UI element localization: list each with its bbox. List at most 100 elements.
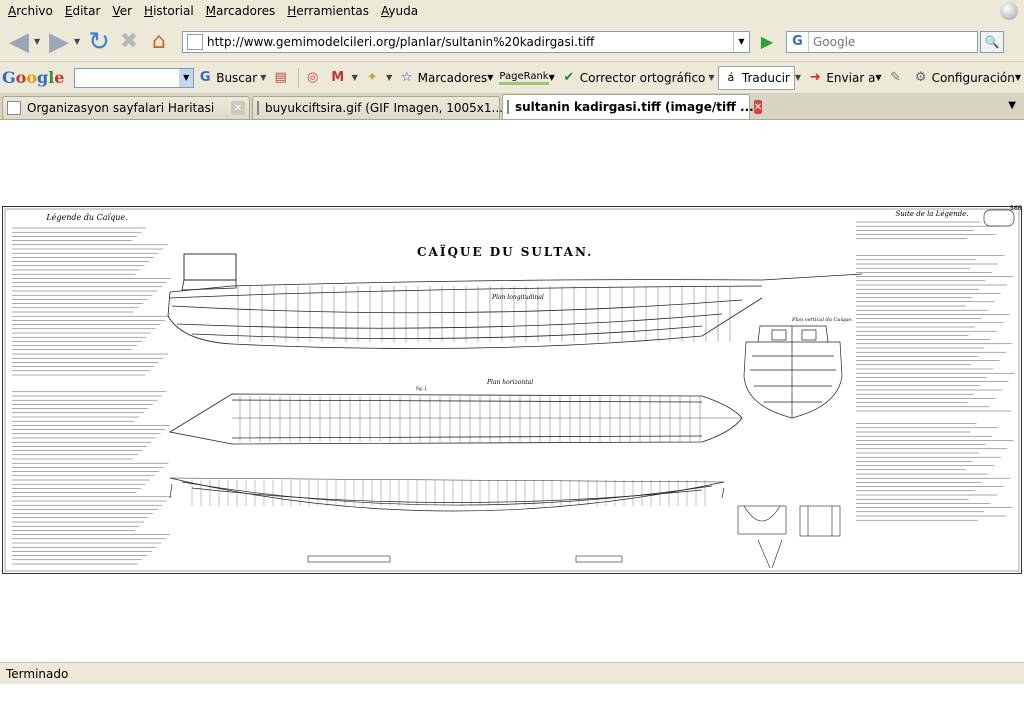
home-button[interactable]: ⌂ <box>144 27 174 57</box>
bottom-frame-lines <box>191 480 706 506</box>
gmail-dropdown[interactable]: ▼ <box>351 73 358 82</box>
url-input[interactable] <box>207 34 733 49</box>
buscar-label: Buscar <box>216 70 258 85</box>
tab-bar: Organizasyon sayfalari Haritasi ✕ buyukc… <box>0 94 1024 120</box>
close-tab-icon[interactable]: ✕ <box>231 101 245 115</box>
reload-icon: ↻ <box>88 26 110 57</box>
close-tab-icon[interactable]: ✕ <box>753 100 763 114</box>
legend-right-title: Suite de la Légende. <box>896 210 969 218</box>
extras-dropdown[interactable]: ▼ <box>386 73 393 82</box>
marcadores-label: Marcadores <box>417 70 488 85</box>
send-arrow-icon: ➜ <box>809 69 821 85</box>
menu-ver[interactable]: Ver <box>112 4 133 18</box>
gmail-button[interactable]: M <box>327 70 352 86</box>
spellcheck-button[interactable]: ✔ Corrector ortográfico <box>558 70 709 86</box>
page-number: 566 <box>1010 205 1022 212</box>
search-bar[interactable]: G <box>786 30 978 53</box>
buscar-dropdown[interactable]: ▼ <box>260 73 267 82</box>
magnifier-icon: 🔍 <box>984 34 1000 49</box>
highlight-button[interactable]: ✎ <box>885 70 910 86</box>
tab-label: buyukciftsira.gif (GIF Imagen, 1005x1... <box>265 101 503 115</box>
stop-button[interactable]: ✖ <box>114 27 144 57</box>
chevron-down-icon: ▼ <box>548 73 555 82</box>
tab-sultanin-kadirgasi[interactable]: sultanin kadirgasi.tiff (image/tiff ... … <box>502 94 763 119</box>
menu-editar[interactable]: Editar <box>64 4 101 18</box>
menu-marcadores[interactable]: Marcadores <box>205 4 276 18</box>
pagerank-indicator[interactable]: PageRank▼ <box>496 71 557 85</box>
spellcheck-icon: ✔ <box>563 69 575 85</box>
settings-button[interactable]: ⚙Configuración▼ <box>910 70 1024 86</box>
menu-archivo[interactable]: Archivo <box>8 4 53 18</box>
google-toolbar-search-input[interactable]: ▼ <box>74 67 195 88</box>
url-bar[interactable]: ▼ <box>182 30 750 53</box>
url-history-dropdown[interactable]: ▼ <box>733 31 749 52</box>
stamp-mark <box>983 209 1015 227</box>
search-button[interactable]: 🔍 <box>980 30 1004 53</box>
chevron-down-icon: ▼ <box>487 73 494 82</box>
tab-label: Organizasyon sayfalari Haritasi <box>27 101 215 115</box>
plan-longitudinal-label: Plan longitudinal <box>491 294 544 301</box>
menu-herramientas[interactable]: Herramientas <box>287 4 370 18</box>
navigation-toolbar: ◀ ▼ ▶ ▼ ↻ ✖ ⌂ ▼ ▶ G 🔍 <box>0 22 1024 62</box>
logo-letter: e <box>54 68 65 87</box>
gmail-icon: M <box>331 69 345 85</box>
enviar-label: Enviar a <box>826 70 876 85</box>
menu-ayuda[interactable]: Ayuda <box>381 4 419 18</box>
back-button[interactable]: ◀ <box>4 27 34 57</box>
deck-frame-lines <box>239 396 701 442</box>
google-toolbar-logo[interactable]: Google <box>2 68 64 87</box>
legend-left-title: Légende du Caïque. <box>45 213 127 222</box>
pagerank-label: PageRank <box>499 71 549 85</box>
tab-list-dropdown[interactable]: ▼ <box>1008 100 1016 111</box>
page-favicon-icon <box>7 101 21 115</box>
back-arrow-icon: ◀ <box>9 26 29 57</box>
ship-plan-image[interactable]: Légende du Caïque. Suite de la Légende. … <box>2 205 1022 574</box>
logo-letter: o <box>26 68 38 87</box>
extras-button[interactable]: ✦ <box>361 70 386 86</box>
forward-history-dropdown[interactable]: ▼ <box>74 37 81 46</box>
reload-button[interactable]: ↻ <box>84 27 114 57</box>
throbber-icon <box>1000 2 1018 20</box>
puzzle-icon: ✦ <box>366 69 378 85</box>
status-bar: Terminado <box>0 662 1024 684</box>
picasa-button[interactable]: ◎ <box>302 70 327 86</box>
traducir-label: Traducir <box>741 70 790 85</box>
legend-right-text <box>856 221 1015 521</box>
horizontal-plan <box>168 393 743 445</box>
star-icon: ☆ <box>400 69 413 85</box>
send-to-button[interactable]: ➜ Enviar a▼ <box>804 70 884 86</box>
logo-letter: l <box>48 68 55 87</box>
corrector-label: Corrector ortográfico <box>579 70 706 85</box>
search-input[interactable] <box>809 34 969 49</box>
tab-label: sultanin kadirgasi.tiff (image/tiff ... <box>515 100 754 114</box>
news-button[interactable]: ▤ <box>270 70 295 86</box>
search-engine-icon[interactable]: G <box>787 31 809 52</box>
plan-horizontal-label: Plan horizontal <box>486 379 533 386</box>
forward-button[interactable]: ▶ <box>44 27 74 57</box>
picasa-icon: ◎ <box>306 69 319 85</box>
go-arrow-icon: ▶ <box>760 32 774 51</box>
chevron-down-icon[interactable]: ▼ <box>179 68 194 87</box>
menu-historial[interactable]: Historial <box>144 4 194 18</box>
chevron-down-icon: ▼ <box>875 73 882 82</box>
marcadores-button[interactable]: ☆ Marcadores▼ <box>396 70 497 86</box>
back-history-dropdown[interactable]: ▼ <box>34 37 41 46</box>
status-text: Terminado <box>6 666 69 681</box>
menu-bar: Archivo Editar Ver Historial Marcadores … <box>0 0 1024 22</box>
longitudinal-profile <box>167 253 863 349</box>
logo-letter: G <box>2 68 16 87</box>
logo-letter: o <box>15 68 27 87</box>
frame-station-lines <box>237 286 731 342</box>
news-icon: ▤ <box>274 69 287 85</box>
spellcheck-dropdown[interactable]: ▼ <box>708 73 715 82</box>
go-button[interactable]: ▶ <box>756 31 778 53</box>
tab-buyukciftsira[interactable]: buyukciftsira.gif (GIF Imagen, 1005x1...… <box>252 96 512 119</box>
tab-organizasyon[interactable]: Organizasyon sayfalari Haritasi ✕ <box>2 96 250 119</box>
configuracion-label: Configuración <box>931 70 1015 85</box>
pencil-icon: ✎ <box>890 69 902 85</box>
legend-left-text <box>12 227 172 565</box>
translate-dropdown[interactable]: ▼ <box>794 73 801 82</box>
